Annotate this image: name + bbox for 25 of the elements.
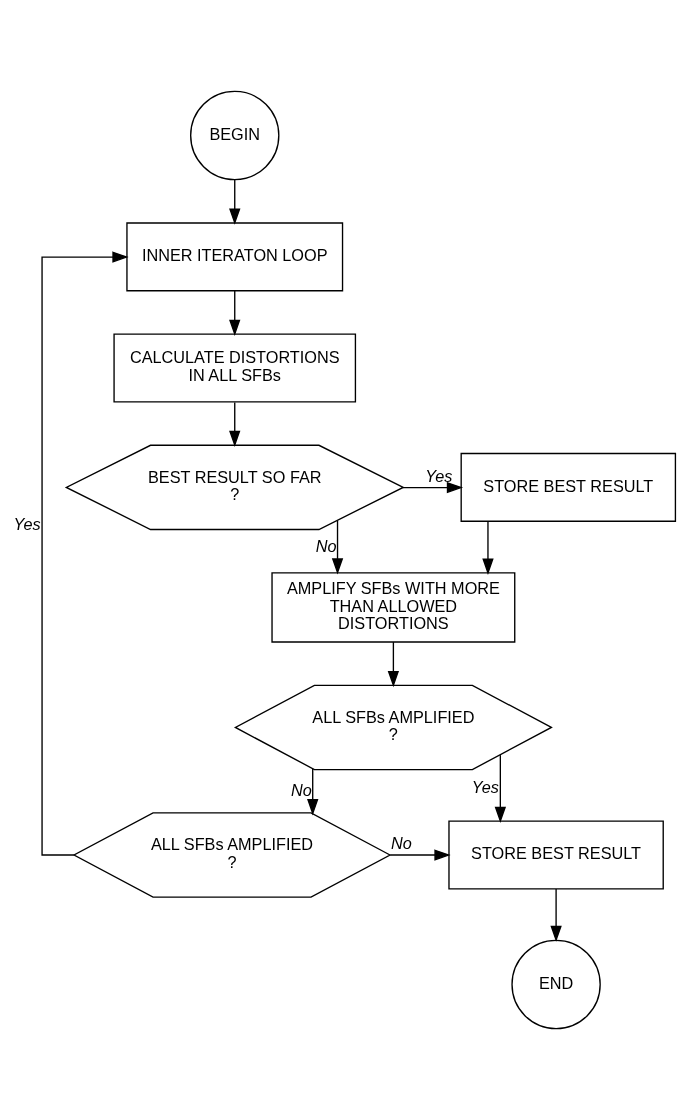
arrow bbox=[389, 848, 451, 861]
edge-label: No bbox=[291, 780, 312, 799]
node-circle: END bbox=[511, 939, 601, 1029]
node-box: INNER ITERATON LOOP bbox=[126, 221, 344, 291]
arrow bbox=[229, 401, 241, 447]
arrow bbox=[307, 767, 319, 815]
arrow bbox=[482, 520, 494, 575]
edge-label: No bbox=[315, 536, 337, 555]
edge-label: No bbox=[390, 833, 412, 852]
arrow bbox=[387, 640, 400, 687]
node-box: STORE BEST RESULT bbox=[448, 819, 664, 890]
arrow bbox=[494, 753, 507, 823]
arrow bbox=[402, 481, 464, 493]
edge-label: Yes bbox=[425, 466, 453, 485]
node-box: AMPLIFY SFBs WITH MORE THAN ALLOWED DISTORTIONS bbox=[271, 571, 516, 643]
arrow bbox=[41, 250, 129, 856]
arrow bbox=[331, 519, 344, 575]
node-circle: BEGIN bbox=[190, 90, 280, 180]
arrow bbox=[229, 289, 241, 336]
edge-label: Yes bbox=[471, 777, 500, 796]
arrow bbox=[550, 887, 562, 942]
node-box: CALCULATE DISTORTIONS IN ALL SFBs bbox=[113, 332, 357, 403]
arrow bbox=[229, 178, 241, 225]
edge-label: Yes bbox=[13, 515, 41, 533]
node-box: STORE BEST RESULT bbox=[460, 452, 677, 522]
